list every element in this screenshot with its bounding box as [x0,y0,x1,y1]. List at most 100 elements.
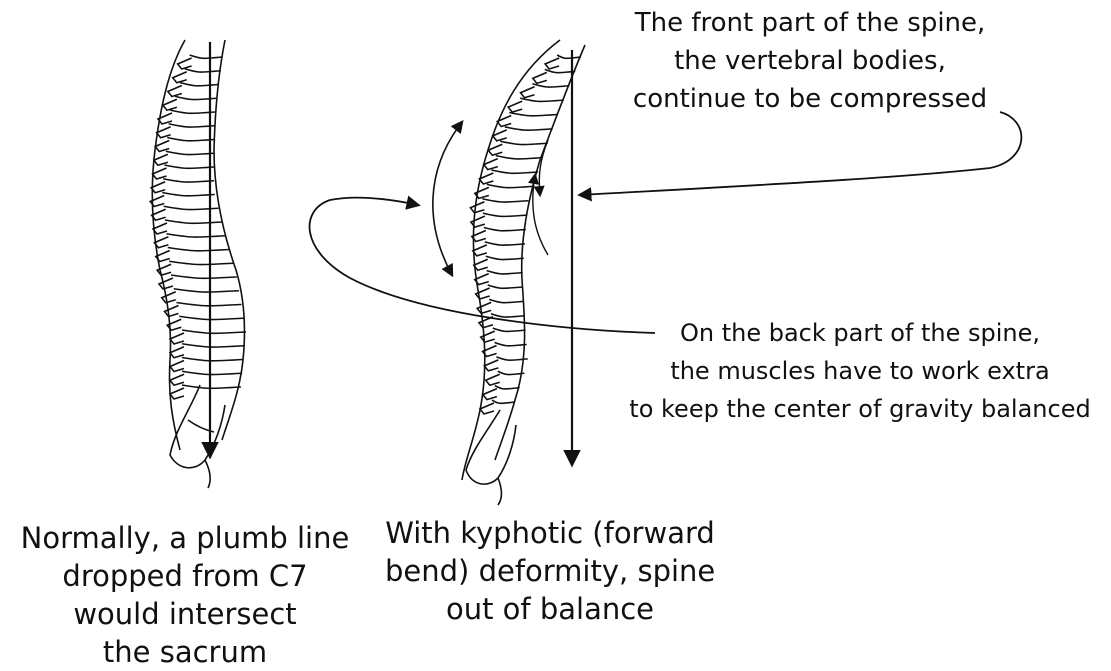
normal-spinous-process [173,72,187,83]
kyphotic-spinous-process [484,360,498,371]
caption-left: Normally, a plumb line dropped from C7 w… [0,519,370,671]
kyphotic-spinous-process [475,274,489,285]
normal-vertebra-line [167,138,214,141]
kyphotic-vertebra-line [495,343,527,346]
kyphotic-spinous-process [477,302,491,313]
normal-vertebra-line [165,165,215,168]
normal-vertebra-line [169,261,233,264]
caption-left-line: the sacrum [0,633,370,671]
normal-vertebra-line [182,358,243,361]
normal-vertebra-line [182,371,242,374]
caption-middle-line: With kyphotic (forward [385,514,715,552]
normal-vertebra-line [166,151,215,154]
kyphotic-vertebra-line [505,127,553,130]
caption-left-line: Normally, a plumb line [0,519,370,557]
caption-middle-line: out of balance [385,590,715,628]
normal-vertebra-line [163,179,214,182]
kyphotic-vertebra-line [500,141,548,144]
kyphotic-spinous-process [480,403,494,414]
kyphotic-spinous-process [486,374,500,385]
kyphotic-vertebra-line [487,271,523,274]
caption-top-right: The front part of the spine, the vertebr… [600,4,1020,118]
compression-arrow-up [533,175,548,255]
caption-middle-line: bend) deformity, spine [385,552,715,590]
caption-left-line: would intersect [0,595,370,633]
kyphotic-spinous-process [521,87,535,98]
normal-vertebra-line [162,193,214,196]
normal-vertebra-line [182,344,245,347]
caption-mid-right: On the back part of the spine, the muscl… [625,314,1095,428]
kyphotic-vertebra-line [545,69,575,72]
normal-spinous-process [170,374,184,385]
normal-vertebra-line [165,220,222,223]
kyphotic-vertebra-line [489,299,523,302]
kyphotic-spinous-process [473,245,487,256]
kyphotic-spinous-process [508,101,522,112]
normal-spinous-process [153,168,167,179]
caption-left-line: dropped from C7 [0,557,370,595]
kyphotic-vertebra-line [495,386,520,389]
kyphotic-vertebra-line [496,156,543,159]
normal-spine [150,40,246,488]
normal-vertebra-line [168,248,230,251]
normal-spinous-process [178,58,192,69]
caption-middle: With kyphotic (forward bend) deformity, … [385,514,715,628]
normal-vertebra-line [169,124,215,127]
kyphotic-spinous-process [545,58,559,69]
muscle-curved-arrow [433,122,462,275]
caption-top-right-line: The front part of the spine, [600,4,1020,42]
kyphotic-vertebra-line [533,84,570,87]
caption-mid-right-line: the muscles have to work extra [625,352,1095,390]
kyphotic-vertebra-line [491,170,538,173]
normal-vertebra-line [185,69,221,72]
kyphotic-vertebra-line [487,184,533,187]
kyphotic-vertebra-line [491,314,525,317]
kyphotic-vertebra-line [484,228,526,231]
kyphotic-spinous-process [470,202,484,213]
kyphotic-vertebra-line [488,285,523,288]
normal-spinous-process [154,237,168,248]
caption-mid-right-line: to keep the center of gravity balanced [625,390,1095,428]
kyphotic-vertebra-line [557,55,581,58]
normal-spinous-process [153,223,167,234]
normal-spinous-process [170,361,184,372]
normal-spinous-process [168,86,182,97]
normal-vertebra-line [182,385,241,388]
caption-mid-right-line: On the back part of the spine, [625,314,1095,352]
normal-spinous-process [165,306,179,317]
normal-spinous-process [155,141,169,152]
kyphotic-vertebra-line [520,98,564,101]
normal-spinous-process [162,292,176,303]
normal-spinous-process [170,388,184,399]
kyphotic-vertebra-line [492,400,515,403]
kyphotic-spinous-process [475,187,489,198]
normal-vertebra-line [166,234,226,237]
kyphotic-spinous-process [471,216,485,227]
normal-vertebra-line [170,110,215,113]
kyphotic-vertebra-line [498,371,525,374]
kyphotic-vertebra-line [482,199,528,202]
normal-vertebra-line [179,316,243,319]
kyphotic-vertebra-line [493,328,526,331]
normal-vertebra-line [182,330,246,333]
normal-vertebra-line [180,83,219,86]
caption-top-right-line: the vertebral bodies, [600,42,1020,80]
kyphotic-vertebra-line [486,256,524,259]
leader-front [580,112,1021,195]
kyphotic-spinous-process [488,144,502,155]
kyphotic-spinous-process [474,259,488,270]
normal-spinous-process [156,251,170,262]
normal-spinous-process [152,209,166,220]
normal-spinous-process [159,278,173,289]
kyphotic-vertebra-line [509,113,558,116]
kyphotic-spinous-process [533,72,547,83]
caption-top-right-line: continue to be compressed [600,80,1020,118]
normal-vertebra-line [190,55,223,58]
normal-spinous-process [170,333,184,344]
normal-vertebra-line [171,275,237,278]
normal-spinous-process [170,347,184,358]
kyphotic-vertebra-line [483,213,527,216]
normal-spinous-process [163,99,177,110]
kyphotic-spinous-process [484,159,498,170]
normal-spinous-process [154,154,168,165]
